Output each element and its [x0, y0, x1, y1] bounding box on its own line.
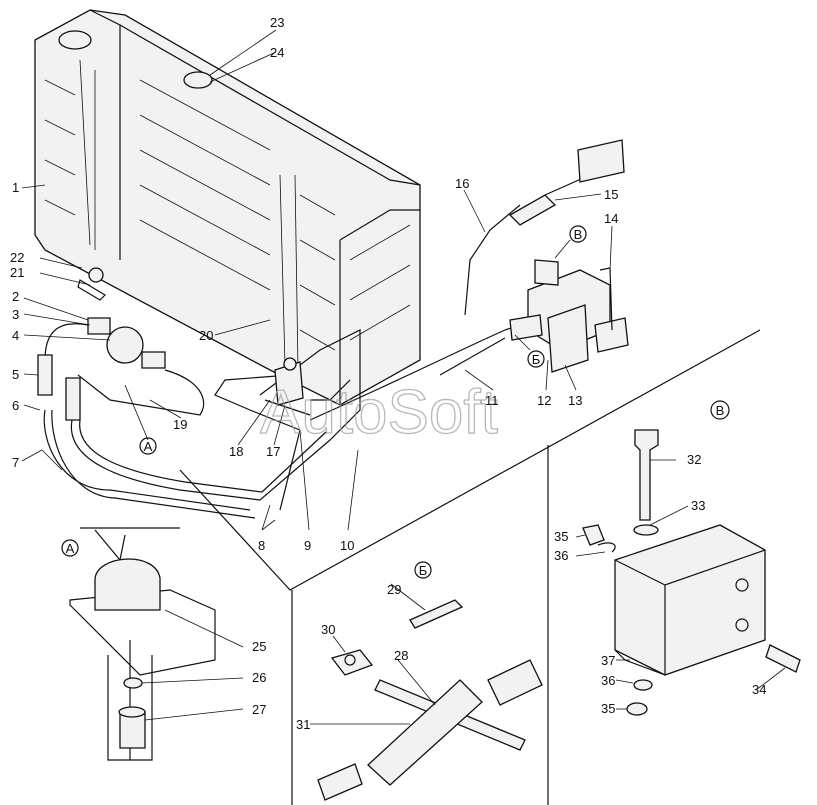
fuel-tank [34, 9, 421, 406]
leader-lines [21, 29, 786, 725]
callout-12: 12 [537, 393, 551, 408]
detail-b [317, 599, 543, 801]
tank-fittings [77, 267, 311, 416]
section-dividers [80, 329, 761, 805]
callout-23: 23 [270, 15, 284, 30]
callout-9: 9 [304, 538, 311, 553]
bracket-15 [577, 139, 625, 183]
sensor-dome [94, 558, 161, 611]
fuel-lines [37, 319, 536, 519]
clamp-30 [330, 649, 374, 676]
detail-v [582, 429, 801, 716]
callout-27: 27 [252, 702, 266, 717]
filter-bowl [547, 304, 589, 373]
callout-36-lower: 36 [601, 673, 615, 688]
callout-6: 6 [12, 398, 19, 413]
view-marker-v-main: В [574, 227, 583, 242]
callout-5: 5 [12, 367, 19, 382]
view-marker-a-detail: А [66, 541, 75, 556]
callout-28: 28 [394, 648, 408, 663]
level-sensor-cap [183, 71, 213, 89]
callout-18: 18 [229, 444, 243, 459]
bracket-body [614, 524, 766, 676]
callout-labels: 1 2 3 4 5 6 7 8 9 10 11 12 13 14 15 16 1… [10, 15, 766, 732]
callout-16: 16 [455, 176, 469, 191]
view-marker-v-detail: В [716, 403, 725, 418]
pin-29 [409, 599, 464, 629]
filter-assembly [439, 139, 629, 376]
view-marker-b-main: Б [532, 352, 541, 367]
callout-35-lower: 35 [601, 701, 615, 716]
callout-11: 11 [485, 393, 499, 408]
callout-26: 26 [252, 670, 266, 685]
callout-22: 22 [10, 250, 24, 265]
callout-4: 4 [12, 328, 19, 343]
bolt-34 [765, 644, 801, 673]
callout-33: 33 [691, 498, 705, 513]
callout-25: 25 [252, 639, 266, 654]
callout-10: 10 [340, 538, 354, 553]
callout-15: 15 [604, 187, 618, 202]
callout-24: 24 [270, 45, 284, 60]
filler-cap [58, 30, 92, 50]
view-markers: А Б В А Б В [61, 225, 730, 579]
callout-29: 29 [387, 582, 401, 597]
callout-20: 20 [199, 328, 213, 343]
line-filter-5a [37, 354, 53, 396]
callout-21: 21 [10, 265, 24, 280]
callout-37: 37 [601, 653, 615, 668]
line-filter-5b [65, 377, 81, 421]
view-marker-a-main: А [144, 439, 153, 454]
callout-2: 2 [12, 289, 19, 304]
callout-32: 32 [687, 452, 701, 467]
callout-17: 17 [266, 444, 280, 459]
callout-3: 3 [12, 307, 19, 322]
callout-36-upper: 36 [554, 548, 568, 563]
callout-1: 1 [12, 180, 19, 195]
callout-35-upper: 35 [554, 529, 568, 544]
hose-31 [367, 679, 483, 786]
fuel-cock-2 [106, 326, 144, 364]
callout-8: 8 [258, 538, 265, 553]
callout-13: 13 [568, 393, 582, 408]
bolt-32 [634, 429, 659, 521]
view-marker-b-detail: Б [419, 563, 428, 578]
callout-14: 14 [604, 211, 618, 226]
callout-30: 30 [321, 622, 335, 637]
callout-34: 34 [752, 682, 766, 697]
callout-7: 7 [12, 455, 19, 470]
watermark: AutoSoft [260, 378, 498, 447]
callout-19: 19 [173, 417, 187, 432]
callout-31: 31 [296, 717, 310, 732]
detail-a [69, 529, 216, 761]
